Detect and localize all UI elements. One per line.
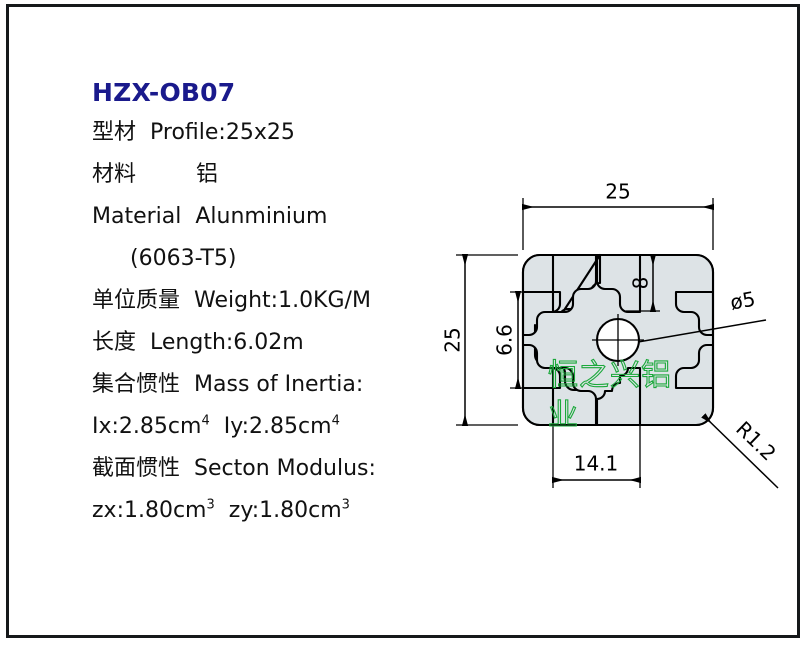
- dim-slot-depth-label: 8: [629, 277, 653, 290]
- modulus-label-en: Secton Modulus:: [194, 456, 376, 481]
- specification-block: HZX-OB07 型材 Profile:25x25 材料 铝 Material Alu…: [92, 78, 442, 532]
- iy-exponent: 4: [331, 413, 340, 429]
- iy-value: Iy:2.85cm: [223, 414, 332, 439]
- material-label-cn: 材料: [92, 162, 137, 187]
- profile-section: [521, 253, 715, 427]
- material-line-cn: 材料 铝: [92, 154, 442, 196]
- weight-label-en: Weight:1.0KG/M: [194, 288, 371, 313]
- inertia-label-en: Mass of Inertia:: [194, 372, 364, 397]
- callout-corner-radius: R1.2: [701, 413, 781, 489]
- dimension-slot-span: 14.1: [552, 425, 641, 488]
- material-value-cn: 铝: [196, 162, 219, 187]
- material-line-en: Material Alunminium: [92, 196, 442, 238]
- dimension-slot-opening: 6.6: [493, 291, 560, 389]
- cross-section-drawing: 25 25 8 6.6: [441, 180, 798, 530]
- length-line: 长度 Length:6.02m: [92, 322, 442, 364]
- watermark-line-2: 业: [548, 398, 579, 433]
- profile-label-cn: 型材: [92, 120, 137, 145]
- company-watermark: 恒之兴铝 业: [547, 357, 672, 433]
- material-label-en: Material: [92, 204, 182, 229]
- profile-label-en: Profile:25x25: [150, 120, 295, 145]
- ix-value: Ix:2.85cm: [92, 414, 202, 439]
- zx-value: zx:1.80cm: [92, 498, 207, 523]
- zx-exponent: 3: [206, 497, 215, 513]
- dimension-width: 25: [522, 180, 714, 250]
- weight-label-cn: 单位质量: [92, 288, 181, 313]
- zy-exponent: 3: [341, 497, 350, 513]
- watermark-line-1: 恒之兴铝: [548, 358, 672, 393]
- dim-slot-span-label: 14.1: [574, 452, 619, 476]
- dim-bore-label: ø5: [728, 287, 757, 315]
- modulus-line: 截面惯性 Secton Modulus:: [92, 448, 442, 490]
- dim-slot-opening-label: 6.6: [493, 324, 517, 356]
- dim-radius-label: R1.2: [731, 416, 781, 465]
- product-code: HZX-OB07: [92, 78, 236, 107]
- profile-line: 型材 Profile:25x25: [92, 112, 442, 154]
- callout-bore-diameter: ø5: [637, 287, 767, 343]
- dim-width-label: 25: [605, 180, 630, 204]
- dimension-height: 25: [441, 254, 518, 426]
- material-value-en: Alunminium: [195, 204, 328, 229]
- ix-exponent: 4: [201, 413, 210, 429]
- zy-value: zy:1.80cm: [228, 498, 342, 523]
- length-label-en: Length:6.02m: [150, 330, 304, 355]
- dim-height-label: 25: [441, 327, 465, 352]
- modulus-label-cn: 截面惯性: [92, 456, 181, 481]
- weight-line: 单位质量 Weight:1.0KG/M: [92, 280, 442, 322]
- dimension-slot-depth: 8: [608, 254, 660, 312]
- inertia-label-cn: 集合惯性: [92, 372, 181, 397]
- inertia-line: 集合惯性 Mass of Inertia:: [92, 364, 442, 406]
- length-label-cn: 长度: [92, 330, 137, 355]
- alloy-line: (6063-T5): [92, 238, 442, 280]
- alloy-value: (6063-T5): [130, 246, 237, 271]
